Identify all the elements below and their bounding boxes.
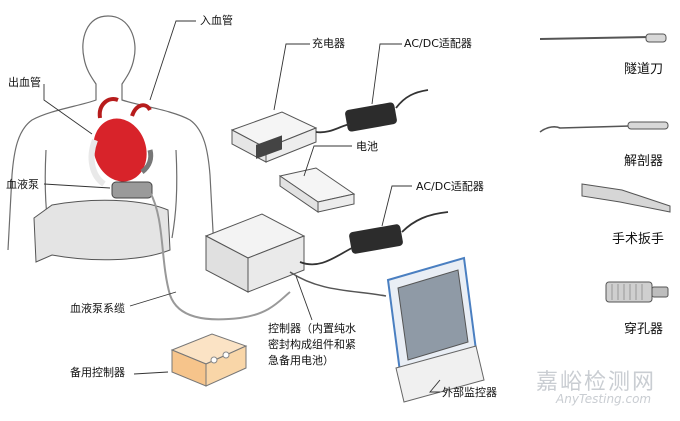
backup-controller-label: 备用控制器 <box>70 366 125 379</box>
battery-illustration <box>278 167 356 213</box>
charger-label: 充电器 <box>312 37 345 50</box>
pump-cable-label: 血液泵系缆 <box>70 302 125 315</box>
backup-controller-illustration <box>170 333 248 387</box>
controller-label-line1: 控制器（内置纯水 <box>268 322 356 335</box>
controller-label-line2: 密封构成组件和紧 <box>268 338 356 351</box>
punch-tool <box>605 281 669 303</box>
dissector-tool <box>539 121 669 133</box>
controller-illustration <box>204 135 306 293</box>
charger-illustration <box>230 111 318 163</box>
leader-lines <box>43 20 441 393</box>
controller-to-monitor-cable <box>289 271 387 297</box>
support-belt <box>33 199 171 263</box>
top-adapter-cable <box>315 89 429 134</box>
inflow-cannula <box>140 149 154 174</box>
pump-label: 血液泵 <box>6 178 39 191</box>
top-adapter-brick <box>345 102 397 132</box>
monitor-label: 外部监控器 <box>442 386 497 399</box>
battery-label: 电池 <box>356 140 378 153</box>
watermark-cn: 嘉峪检测网 <box>536 370 657 395</box>
inflow-label: 入血管 <box>200 14 233 27</box>
outflow-label: 出血管 <box>8 76 41 89</box>
blood-pump <box>111 181 153 199</box>
heart-illustration <box>88 97 152 187</box>
adapter-top-label: AC/DC适配器 <box>404 37 472 50</box>
punch-label: 穿孔器 <box>624 322 664 337</box>
adapter-mid-label: AC/DC适配器 <box>416 180 484 193</box>
external-monitor-illustration <box>386 256 485 403</box>
watermark-en: AnyTesting.com <box>556 392 652 406</box>
wrench-tool <box>581 183 671 213</box>
patient-torso <box>7 15 215 251</box>
pump-cable-line <box>149 191 291 321</box>
mid-adapter-brick <box>349 224 403 254</box>
tunneler-tool <box>539 33 667 43</box>
dissector-label: 解剖器 <box>624 154 664 169</box>
tunneler-label: 隧道刀 <box>624 62 664 77</box>
mid-adapter-cable <box>299 211 449 266</box>
wrench-label: 手术扳手 <box>612 232 665 247</box>
controller-label-line3: 急备用电池） <box>268 354 334 367</box>
